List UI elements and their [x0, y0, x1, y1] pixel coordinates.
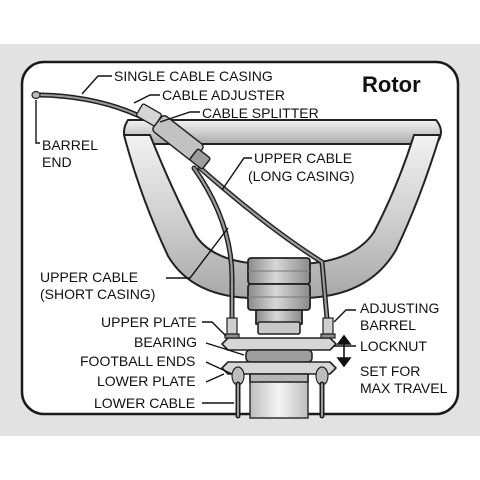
label-barrel-end-line2: END: [42, 154, 72, 170]
lower-plate: [221, 361, 337, 375]
leader-cable-adjuster: [133, 94, 160, 104]
label-adjusting-barrel-line1: ADJUSTING: [360, 300, 439, 316]
leader-cable-splitter: [159, 111, 200, 123]
adjusting-barrels: [224, 317, 336, 339]
label-upper-cable-short-line1: UPPER CABLE: [40, 269, 138, 285]
barrel-end: [31, 90, 41, 100]
label-upper-plate: UPPER PLATE: [101, 314, 196, 330]
label-adjusting-barrel-line2: BARREL: [360, 317, 416, 333]
label-set-for-max-travel-line2: MAX TRAVEL: [360, 380, 448, 396]
leader-upper-cable-short: [166, 227, 229, 279]
max-travel-arrow: [336, 334, 352, 368]
leader-lower-plate: [205, 373, 225, 383]
upper-plate: [221, 337, 337, 351]
label-set-for-max-travel-line1: SET FOR: [360, 363, 420, 379]
lower-cables: [235, 381, 325, 419]
leader-football-ends: [205, 361, 233, 375]
diagram-title: Rotor: [362, 72, 421, 97]
upper-cables: [191, 165, 331, 333]
adjusting-barrel-right: [322, 317, 334, 335]
label-upper-cable-short-line2: (SHORT CASING): [40, 286, 155, 302]
leader-barrel-end: [35, 100, 40, 144]
rotor-assembly: [221, 321, 337, 383]
leader-upper-plate: [202, 321, 227, 337]
leader-adjusting-barrel: [333, 309, 356, 323]
label-bearing: BEARING: [134, 334, 197, 350]
label-cable-adjuster: CABLE ADJUSTER: [162, 87, 285, 103]
leader-lines: [35, 75, 356, 404]
label-upper-cable-long-line1: UPPER CABLE: [254, 150, 352, 166]
label-cable-splitter: CABLE SPLITTER: [202, 105, 319, 121]
stem: [247, 257, 311, 325]
label-lower-cable: LOWER CABLE: [94, 395, 195, 411]
leader-upper-cable-long: [221, 157, 252, 191]
label-lower-plate: LOWER PLATE: [97, 373, 196, 389]
cable-splitter: [152, 114, 211, 170]
bearing: [245, 349, 313, 363]
label-single-cable-casing: SINGLE CABLE CASING: [114, 68, 273, 84]
label-barrel-end-line1: BARREL: [42, 137, 98, 153]
label-football-ends: FOOTBALL ENDS: [80, 353, 195, 369]
top-nut: [257, 321, 301, 335]
label-locknut: LOCKNUT: [360, 338, 427, 354]
leader-single-cable-casing: [81, 75, 112, 95]
adjusting-barrel-left: [226, 317, 238, 335]
leader-bearing: [205, 342, 245, 356]
label-upper-cable-long-line2: (LONG CASING): [248, 168, 355, 184]
